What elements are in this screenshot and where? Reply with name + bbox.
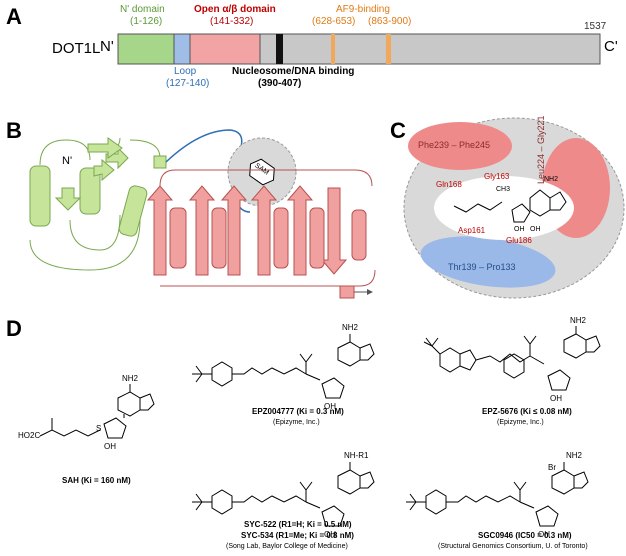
sgc-source: (Structural Genomics Consortium, U. of T… xyxy=(438,543,588,550)
syc-source: (Song Lab, Baylor College of Medicine) xyxy=(226,543,348,550)
glu-label: Glu186 xyxy=(506,236,532,245)
af9-band-2 xyxy=(386,34,391,64)
af9-title: AF9-binding xyxy=(336,4,390,15)
n-domain-range: (1-126) xyxy=(130,16,163,27)
protein-name: DOT1L xyxy=(52,40,101,57)
sam-hexagon xyxy=(249,158,275,186)
sgc0946-name: SGC0946 (IC50 = 0.3 nM) xyxy=(478,531,572,540)
sah-nh2: NH2 xyxy=(122,374,139,383)
epz004777-name: EPZ004777 (Ki = 0.3 nM) xyxy=(252,407,344,416)
gly-label: Gly163 xyxy=(484,172,510,181)
af9-band-1 xyxy=(331,34,335,64)
syc534-name: SYC-534 (R1=Me; Ki = 0.8 nM) xyxy=(241,531,354,540)
topology-diagram xyxy=(29,129,376,299)
epz5676-source: (Epizyme, Inc.) xyxy=(497,419,544,426)
panel-b-label: B xyxy=(6,118,22,143)
open-ab-range: (141-332) xyxy=(210,16,254,27)
epz5676-structure xyxy=(423,326,601,391)
panel-d-label: D xyxy=(6,316,22,341)
epz4777-nh2: NH2 xyxy=(342,323,359,332)
syc-nhr1: NH-R1 xyxy=(344,451,369,460)
c-term-label: C' xyxy=(604,38,618,55)
pocket-oh2: OH xyxy=(530,226,541,233)
phe-blob xyxy=(408,122,512,170)
loop-title: Loop xyxy=(174,66,197,77)
sgc-oh: OH xyxy=(538,530,550,539)
n-domain-title: N' domain xyxy=(120,4,165,15)
pocket-nh2: NH2 xyxy=(544,176,559,183)
epz5676-name: EPZ-5676 (Ki ≤ 0.08 nM) xyxy=(482,407,572,416)
open-ab-title: Open α/β domain xyxy=(194,4,276,15)
thr-blob xyxy=(420,236,556,288)
phe-label: Phe239 – Phe245 xyxy=(418,140,491,150)
sah-ho2c: HO2C xyxy=(18,431,41,440)
asp-label: Asp161 xyxy=(458,226,486,235)
gln-label: Gln168 xyxy=(436,180,462,189)
epz004777-source: (Epizyme, Inc.) xyxy=(273,419,320,426)
sgc-nh2: NH2 xyxy=(566,451,583,460)
af9-range-2: (863-900) xyxy=(368,16,412,27)
panel-a-label: A xyxy=(6,4,22,29)
binding-pocket xyxy=(403,117,625,299)
inhibitor-structures xyxy=(39,326,601,527)
nucleosome-title: Nucleosome/DNA binding xyxy=(232,66,355,77)
pocket-oh1: OH xyxy=(514,226,525,233)
sah-s: S xyxy=(96,424,102,433)
epz4777-oh: OH xyxy=(324,402,336,411)
af9-range-1: (628-653) xyxy=(312,16,356,27)
n-domain-topology xyxy=(29,137,167,271)
open-ab-topology xyxy=(146,169,376,299)
epz004777-structure xyxy=(192,334,375,399)
n-term-label: N' xyxy=(100,38,114,55)
sah-cloud xyxy=(434,176,574,240)
topology-n-term: N' xyxy=(62,155,73,167)
open-ab-block xyxy=(189,33,261,65)
sah-oh: OH xyxy=(104,442,116,451)
loop-range: (127-140) xyxy=(166,78,210,89)
sgc-br: Br xyxy=(548,463,556,472)
epz5676-nh2: NH2 xyxy=(570,316,587,325)
sah-structure xyxy=(39,384,155,439)
nucleosome-band xyxy=(276,34,283,64)
syc-structure xyxy=(192,462,375,527)
nucleosome-range: (390-407) xyxy=(258,78,302,89)
thr-label: Thr139 – Pro133 xyxy=(448,262,516,272)
sgc0946-structure xyxy=(406,462,589,527)
pocket-ch3: CH3 xyxy=(496,186,511,193)
panel-c-label: C xyxy=(390,118,406,143)
sah-skeleton xyxy=(453,189,567,223)
length-label: 1537 xyxy=(584,21,607,32)
epz5676-oh: OH xyxy=(550,394,562,403)
domain-map xyxy=(117,33,601,65)
sah-name: SAH (Ki = 160 nM) xyxy=(62,476,131,485)
syc-oh: OH xyxy=(324,530,336,539)
leu-label: Leu224 – Gly221 xyxy=(536,115,546,184)
n-domain-block xyxy=(117,33,175,65)
syc522-name: SYC-522 (R1=H; Ki = 0.5 nM) xyxy=(244,520,352,529)
loop-block xyxy=(173,33,191,65)
